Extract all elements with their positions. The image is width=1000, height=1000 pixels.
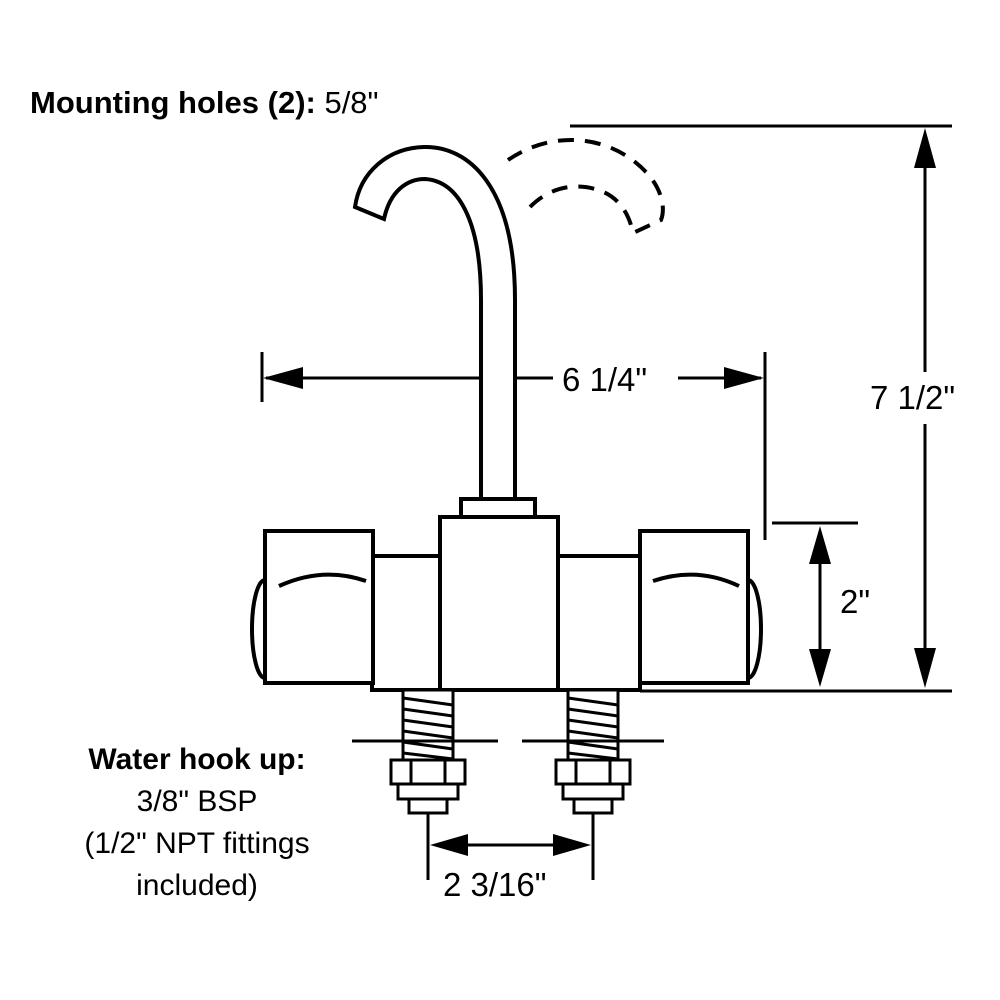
arrowhead-up [809, 526, 831, 564]
left-nut [389, 758, 467, 786]
arrowhead-right [724, 367, 764, 389]
dim-body-label: 2" [840, 583, 870, 620]
faucet-spout-alt-dashed [506, 138, 665, 236]
thread-line [567, 718, 619, 729]
hookup-line2: (1/2" NPT fittings [84, 827, 309, 860]
thread-line [567, 696, 619, 707]
left-stub [407, 797, 449, 815]
left-handle-detail [278, 572, 367, 588]
mounting-holes-value: 5/8" [316, 85, 379, 120]
arrowhead-down [809, 649, 831, 687]
dim-height-group [914, 128, 936, 688]
dim-spacing-label: 2 3/16" [443, 866, 546, 903]
thread-line [567, 729, 619, 740]
dim-width-label: 6 1/4" [562, 361, 647, 398]
hookup-line3: included) [136, 869, 258, 902]
thread-line [402, 718, 454, 729]
center-body [438, 515, 560, 692]
left-nut-band [396, 782, 460, 801]
thread-line [567, 740, 619, 751]
mounting-holes-label-bold: Mounting holes (2): [30, 85, 316, 120]
thread-line [567, 751, 619, 761]
hookup-title: Water hook up: [88, 743, 305, 776]
thread-line [567, 707, 619, 718]
thread-line [402, 707, 454, 718]
arrowhead-left [430, 834, 468, 856]
thread-line [402, 740, 454, 751]
thread-line [402, 751, 454, 761]
dim-spacing-group [426, 812, 595, 880]
dim-body-group [772, 521, 858, 687]
dim-height-label: 7 1/2" [870, 379, 955, 416]
right-handle [638, 529, 750, 685]
arrowhead-down [914, 648, 936, 688]
arrowhead-right [553, 834, 591, 856]
right-nut [554, 758, 632, 786]
right-handle-detail [652, 572, 740, 588]
left-thread-assembly [389, 688, 467, 815]
faucet-spout [352, 144, 517, 514]
thread-line [402, 729, 454, 740]
water-hookup-note: Water hook up: 3/8" BSP (1/2" NPT fittin… [84, 743, 309, 902]
right-nut-band [561, 782, 625, 801]
arrowhead-left [263, 367, 303, 389]
faucet-drawing [250, 138, 763, 692]
dim-width-group [260, 352, 767, 540]
arrowhead-up [914, 128, 936, 168]
right-stub [572, 797, 614, 815]
hookup-line1: 3/8" BSP [137, 785, 258, 818]
left-handle [263, 529, 375, 685]
dim-height-refs [570, 124, 952, 693]
thread-line [402, 696, 454, 707]
mounting-holes-label: Mounting holes (2): 5/8" [30, 85, 379, 120]
right-thread-assembly [554, 688, 632, 815]
